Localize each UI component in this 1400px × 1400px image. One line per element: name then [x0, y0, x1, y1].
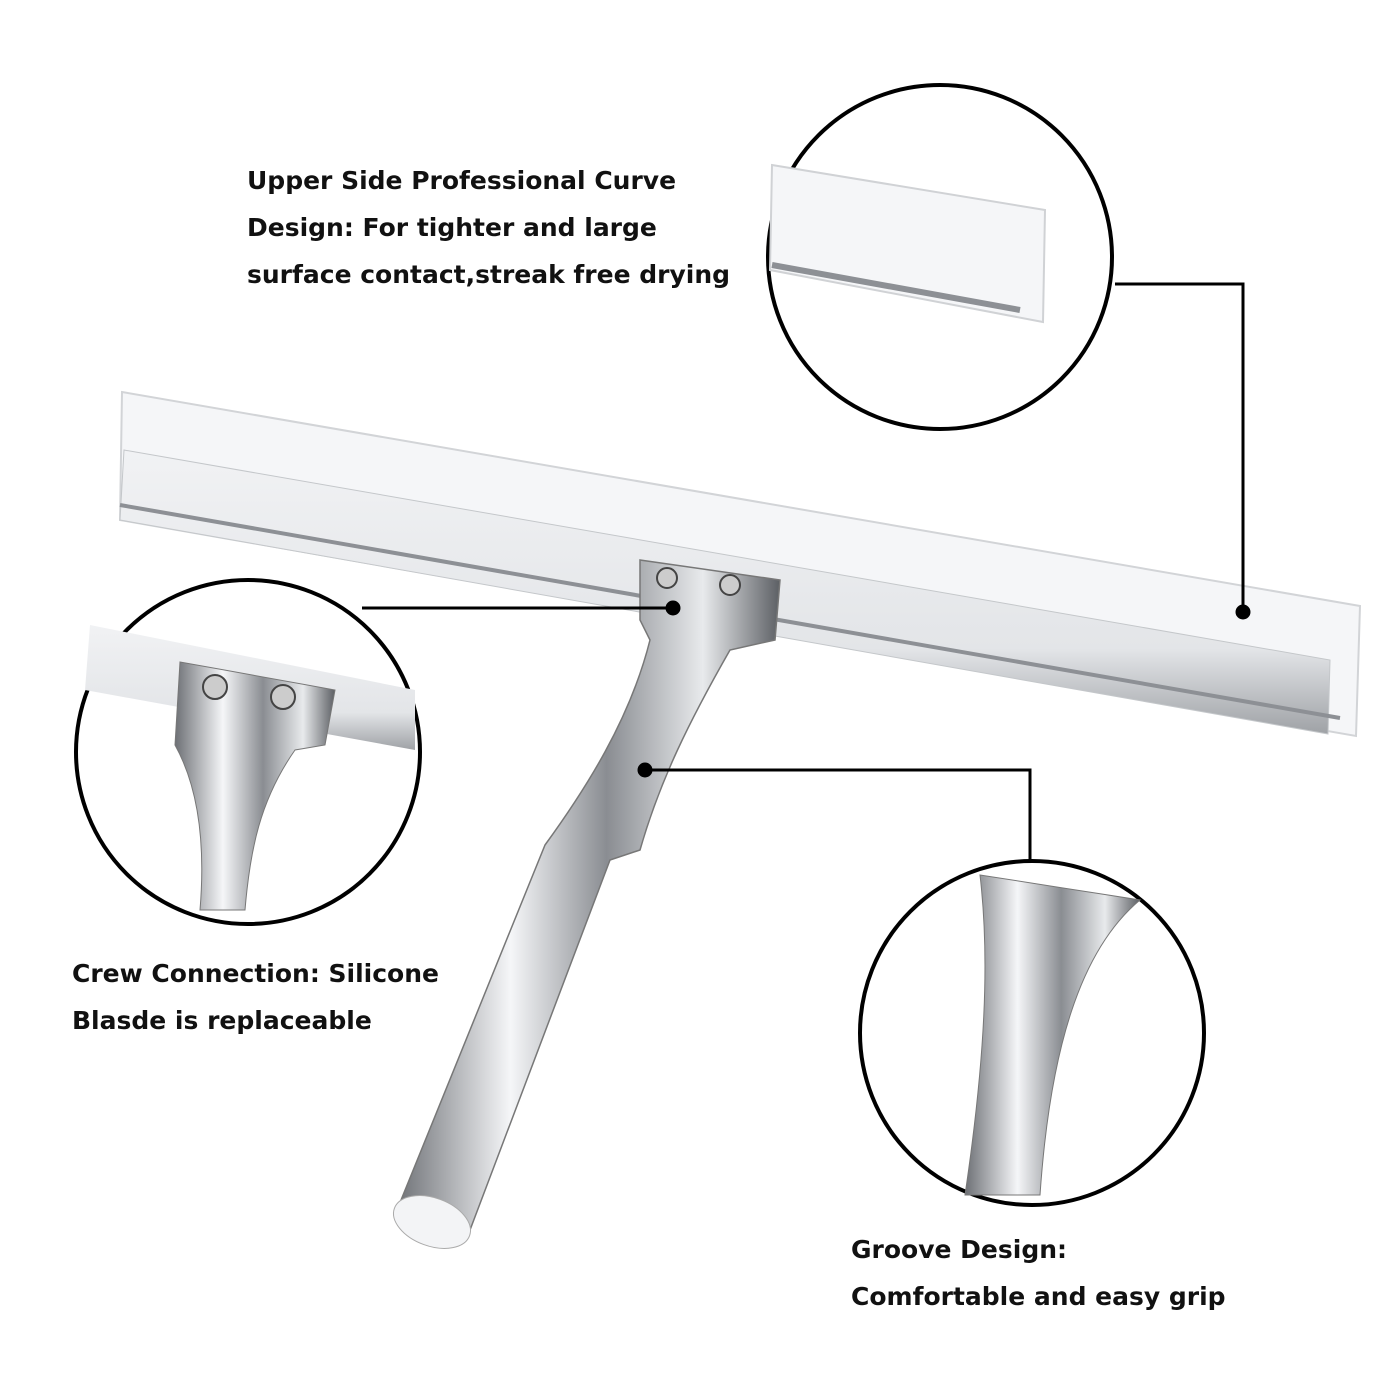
leader-line-top [1115, 282, 1251, 620]
detail-circle-bottom [858, 859, 1206, 1207]
callout-line: Groove Design: [851, 1235, 1068, 1264]
callout-line: surface contact,streak free drying [247, 260, 731, 289]
callout-line: Comfortable and easy grip [851, 1282, 1226, 1311]
screw-icon [656, 567, 678, 589]
detail-circle-left [74, 578, 422, 926]
leader-line-bottom [637, 762, 1032, 862]
leader-line-left [362, 600, 681, 616]
callout-line: Upper Side Professional Curve [247, 166, 677, 195]
detail-circle-top [766, 83, 1114, 431]
callout-text-bottom: Groove Design: Comfortable and easy grip [851, 1226, 1226, 1320]
squeegee-handle [393, 559, 781, 1249]
callout-line: Blasde is replaceable [72, 1006, 372, 1035]
callout-text-top: Upper Side Professional Curve Design: Fo… [247, 157, 730, 298]
callout-line: Design: For tighter and large [247, 213, 657, 242]
callout-text-left: Crew Connection: Silicone Blasde is repl… [72, 950, 439, 1044]
screw-icon [719, 574, 741, 596]
callout-line: Crew Connection: Silicone [72, 959, 439, 988]
